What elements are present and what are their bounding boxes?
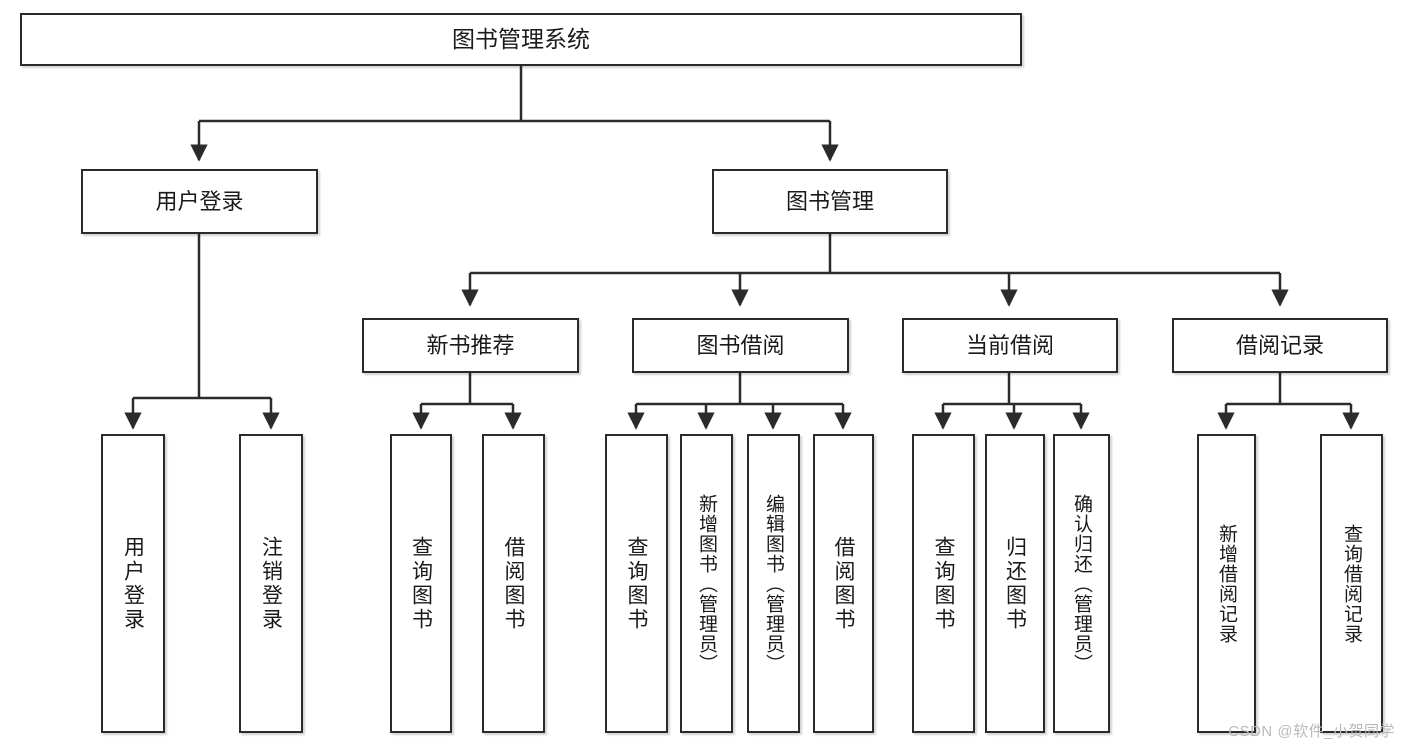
leaf-current-borrow-return[interactable]: 归还图书 — [985, 434, 1045, 733]
node-label: 查询图书 — [932, 535, 955, 632]
leaf-user-login-login[interactable]: 用户登录 — [101, 434, 165, 733]
leaf-new-book-borrow[interactable]: 借阅图书 — [482, 434, 545, 733]
node-label: 用户登录 — [155, 188, 244, 214]
node-book-management[interactable]: 图书管理 — [712, 169, 948, 234]
node-root-book-management-system[interactable]: 图书管理系统 — [20, 13, 1022, 66]
node-label: 查询图书 — [625, 535, 648, 632]
leaf-book-borrow-borrow[interactable]: 借阅图书 — [813, 434, 874, 733]
leaf-new-book-query[interactable]: 查询图书 — [390, 434, 452, 733]
node-borrow-record[interactable]: 借阅记录 — [1172, 318, 1388, 373]
node-label: 用户登录 — [121, 535, 145, 632]
watermark: CSDN @软件_小贺同学 — [1228, 723, 1395, 740]
node-label: 归还图书 — [1003, 535, 1027, 632]
leaf-current-borrow-query[interactable]: 查询图书 — [912, 434, 975, 733]
node-label: 图书管理 — [785, 188, 874, 214]
node-label: 查询图书 — [409, 535, 433, 632]
leaf-book-borrow-add-admin[interactable]: 新增图书（管理员） — [680, 434, 733, 733]
node-label: 确认归还（管理员） — [1071, 493, 1092, 674]
leaf-current-borrow-confirm-return-admin[interactable]: 确认归还（管理员） — [1053, 434, 1110, 733]
node-label: 当前借阅 — [965, 332, 1054, 358]
leaf-borrow-record-add[interactable]: 新增借阅记录 — [1197, 434, 1256, 733]
node-user-login[interactable]: 用户登录 — [81, 169, 318, 234]
node-book-borrow[interactable]: 图书借阅 — [632, 318, 849, 373]
leaf-book-borrow-edit-admin[interactable]: 编辑图书（管理员） — [747, 434, 800, 733]
node-label: 图书借阅 — [696, 332, 785, 358]
leaf-book-borrow-query[interactable]: 查询图书 — [605, 434, 668, 733]
node-label: 图书管理系统 — [452, 26, 590, 53]
leaf-user-login-logout[interactable]: 注销登录 — [239, 434, 303, 733]
node-label: 注销登录 — [259, 535, 283, 632]
node-label: 编辑图书（管理员） — [763, 493, 784, 674]
node-label: 借阅图书 — [502, 535, 525, 632]
leaf-borrow-record-query[interactable]: 查询借阅记录 — [1320, 434, 1383, 733]
node-label: 借阅记录 — [1235, 332, 1324, 358]
node-label: 借阅图书 — [832, 535, 855, 632]
node-label: 新增借阅记录 — [1216, 523, 1237, 644]
node-label: 新增图书（管理员） — [696, 493, 717, 674]
node-label: 查询借阅记录 — [1341, 523, 1362, 644]
node-label: 新书推荐 — [426, 332, 515, 358]
node-current-borrow[interactable]: 当前借阅 — [902, 318, 1118, 373]
node-new-book-recommend[interactable]: 新书推荐 — [362, 318, 579, 373]
